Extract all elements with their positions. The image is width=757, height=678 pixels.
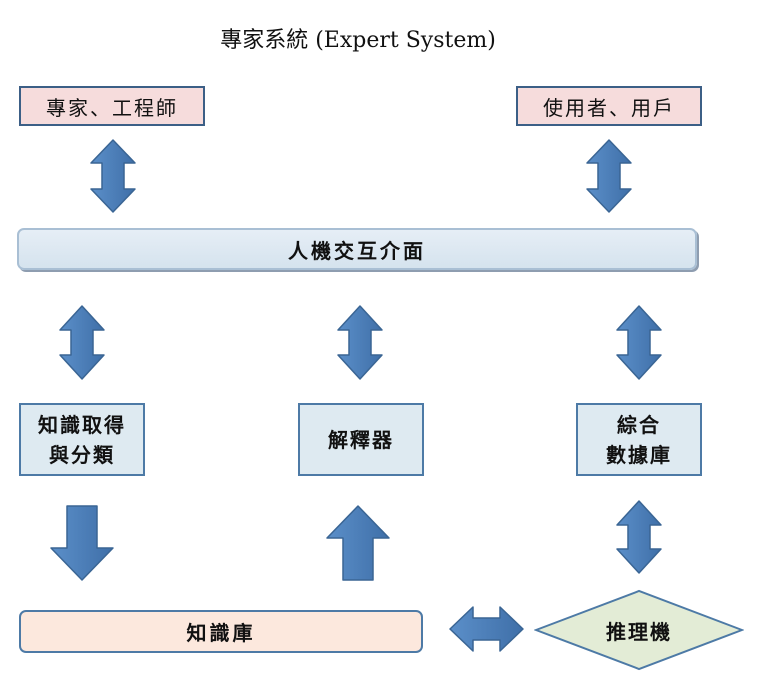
users-box: 使用者、用戶 (516, 86, 702, 126)
human-machine-interface-bar: 人機交互介面 (17, 228, 697, 270)
knowledge-base-to-explainer-arrow (326, 505, 390, 581)
database-label-line2: 數據庫 (606, 442, 672, 467)
knowledge-base-inference-double-arrow (449, 606, 524, 652)
experts-label: 專家、工程師 (46, 95, 178, 120)
users-interface-double-arrow (586, 139, 632, 213)
database-label-line1: 綜合 (617, 412, 661, 437)
knowledge-acquisition-box: 知識取得 與分類 (19, 403, 145, 476)
interface-label: 人機交互介面 (288, 238, 426, 263)
experts-box: 專家、工程師 (19, 86, 205, 126)
inference-engine-node: 推理機 (533, 589, 745, 671)
diagram-title: 專家系統 (Expert System) (220, 28, 496, 53)
database-box: 綜合 數據庫 (576, 403, 702, 476)
knowledge-base-label: 知識庫 (186, 621, 256, 645)
users-label: 使用者、用戶 (543, 95, 675, 120)
database-inference-double-arrow (616, 500, 662, 574)
interface-database-double-arrow (616, 305, 662, 380)
explainer-label: 解釋器 (328, 427, 394, 452)
acquisition-label-line1: 知識取得 (38, 412, 126, 437)
acquisition-to-knowledge-base-arrow (50, 505, 114, 581)
inference-engine-label: 推理機 (606, 619, 672, 644)
acquisition-label-line2: 與分類 (49, 442, 115, 467)
experts-interface-double-arrow (90, 139, 136, 213)
knowledge-base-box: 知識庫 (19, 610, 423, 653)
explainer-box: 解釋器 (298, 403, 424, 476)
interface-explainer-double-arrow (337, 305, 383, 380)
inference-engine-diamond (533, 589, 745, 671)
interface-acquisition-double-arrow (59, 305, 105, 380)
